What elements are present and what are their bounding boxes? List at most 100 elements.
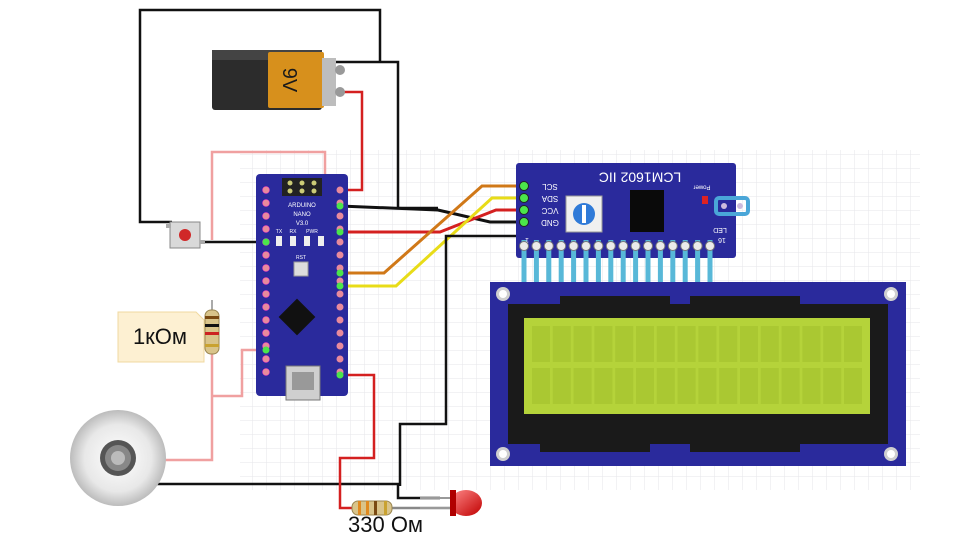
lcd-character-cell (781, 326, 800, 362)
lcd-connector-pin (682, 240, 688, 288)
lcd-character-cell (552, 326, 571, 362)
resistor-330-label: 330 Ом (348, 512, 424, 537)
i2c-pin-sda: SDA (541, 194, 558, 203)
lcd-connector-pin (608, 240, 614, 288)
lcd-connector-pad (556, 241, 567, 251)
lcd-character-cell (781, 368, 800, 404)
lcd-connector-pad (543, 241, 554, 251)
lcd-character-cell (802, 326, 821, 362)
lcd-character-cell (740, 368, 758, 404)
i2c-pin-gnd: GND (541, 218, 559, 227)
i2c-power-label: Power (693, 183, 710, 189)
wire-black-battery-loop (138, 8, 382, 224)
photoresistor (70, 410, 166, 506)
resistor-1k (204, 300, 220, 355)
lcd-connector-pad (643, 241, 653, 251)
arduino-rst-label: RST (296, 255, 306, 261)
label-box-1k (117, 311, 205, 363)
lcd-character-cell (740, 326, 758, 362)
wire-pink-top (210, 150, 327, 240)
lcd-connector-pin (633, 240, 639, 288)
lcd-character-cell (656, 368, 675, 404)
lcd-character-cell (698, 368, 717, 404)
wire-orange-scl (340, 184, 520, 275)
battery-label: 9V (278, 68, 300, 93)
lcd-connector-pin (595, 240, 601, 288)
lcd-character-cell (573, 326, 592, 362)
lcd-connector-pad (692, 241, 703, 251)
lcd-character-cell (532, 326, 550, 362)
lcd-connector-pad (667, 241, 678, 251)
lcd-connector-pad (519, 241, 529, 251)
lcd-character-cell (677, 326, 696, 362)
lcd-character-cell (719, 326, 738, 362)
lcd-connector-pad (630, 241, 641, 251)
lcd-connector-pad (605, 241, 616, 251)
lcd-character-cell (615, 326, 634, 362)
push-button (166, 221, 205, 249)
arduino-brand: ARDUINO (288, 203, 316, 209)
lcd-character-cell (698, 326, 717, 362)
lcd-character-cell (615, 368, 634, 404)
resistor-1k-label: 1кОм (132, 324, 188, 349)
led-red (420, 490, 482, 516)
wire-red-battery-vin (340, 90, 364, 192)
arduino-nano: TX RX PWR RST ARDUINO NANO V3.0 (256, 174, 348, 401)
lcd-character-cell (823, 326, 842, 362)
lcd-connector-pin (657, 240, 663, 288)
i2c-pin-16-label: 16 (718, 236, 726, 243)
lcd-connector-pin (670, 240, 676, 288)
arduino-led-label-pwr: PWR (306, 229, 318, 235)
lcd-character-cell (656, 326, 675, 362)
lcd-connector-pin (583, 240, 589, 288)
arduino-model: NANO (293, 212, 311, 218)
arduino-led-label-tx: TX (276, 229, 283, 235)
lcd-character-cell (719, 368, 738, 404)
lcd-character-cell (594, 368, 613, 404)
lcd-connector-pin (695, 240, 701, 288)
lcd-connector-pin (571, 240, 577, 288)
lcd-character-cell (636, 326, 654, 362)
lcd-connector-pin (521, 240, 527, 288)
wire-yellow-sda (340, 196, 520, 288)
lcd-character-cell (844, 326, 862, 362)
lcd-character-cell (636, 368, 654, 404)
lcd-character-cell (677, 368, 696, 404)
lcd-connector-pad (618, 241, 629, 251)
lcd-connector-pin (707, 240, 713, 288)
lcd-connector-pad (680, 241, 691, 251)
lcd-connector-pin (620, 240, 626, 288)
i2c-led-label: LED (713, 226, 727, 233)
lcd-character-cell (802, 368, 821, 404)
arduino-version: V3.0 (296, 221, 309, 227)
lcd-connector-pad (581, 241, 591, 251)
lcd-connector-pin (533, 240, 539, 288)
lcd-connector-pins (519, 240, 715, 288)
wire-black-gnd (339, 204, 520, 224)
i2c-pin-vcc: VCC (541, 206, 558, 215)
lcd-character-cell (823, 368, 842, 404)
lcd-character-cell (532, 368, 550, 404)
i2c-pin-scl: SCL (542, 182, 558, 191)
lcd-character-cell (760, 326, 779, 362)
lcd-connector-pad (568, 241, 579, 251)
resistor-330 (351, 500, 393, 516)
wire-red-led (338, 373, 376, 510)
wire-black-ldr-gnd (120, 482, 440, 500)
lcd-character-cell (552, 368, 571, 404)
lcd-connector-pin (558, 240, 564, 288)
arduino-led-label-rx: RX (290, 229, 298, 235)
lcd-connector-pin (546, 240, 552, 288)
lcd-character-grid (532, 326, 862, 404)
lcd-connector-pad (705, 241, 715, 251)
i2c-pin-1-label: 1 (525, 236, 529, 243)
lcd-character-cell (573, 368, 592, 404)
lcd-connector-pad (593, 241, 604, 251)
lcd-character-cell (844, 368, 862, 404)
i2c-module-name: LCM1602 IIC (599, 169, 681, 185)
lcd-1602 (490, 282, 906, 466)
lcd-connector-pin (645, 240, 651, 288)
lcd-connector-pad (655, 241, 666, 251)
